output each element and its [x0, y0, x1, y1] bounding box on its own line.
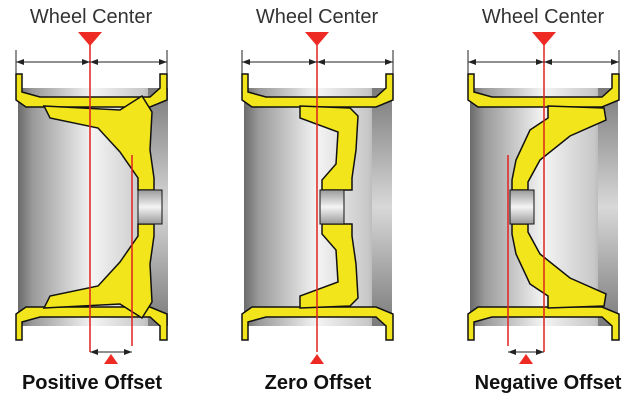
arrow-left [16, 59, 24, 65]
rim-top [241, 73, 394, 108]
arrow-left-mid [544, 59, 552, 65]
caption-zero-offset: Zero Offset [264, 372, 372, 394]
offset-arrow-left [508, 349, 516, 355]
rim-bottom [15, 306, 168, 341]
offset-marker [519, 354, 533, 364]
center-marker [305, 32, 329, 46]
panel-title-zero: Wheel Center [255, 6, 379, 28]
arrow-right [385, 59, 393, 65]
hub [509, 189, 535, 225]
negative-offset-wheel [467, 32, 620, 364]
arrow-left [468, 59, 476, 65]
rim-bottom [467, 306, 620, 341]
offset-arrow-right [536, 349, 544, 355]
arrow-right-mid [536, 59, 544, 65]
arrow-left-mid [317, 59, 325, 65]
center-marker [78, 32, 102, 46]
caption-positive-offset: Positive Offset [21, 372, 163, 394]
offset-arrow-right [124, 349, 132, 355]
panel-title-positive: Wheel Center [29, 6, 153, 28]
rim-bottom [241, 306, 394, 341]
arrow-left [242, 59, 250, 65]
offset-marker [104, 354, 118, 364]
outer-face [372, 88, 392, 326]
zero-offset-wheel [241, 32, 394, 364]
arrow-right-mid [82, 59, 90, 65]
arrow-right [611, 59, 619, 65]
arrow-left-mid [90, 59, 98, 65]
arrow-right [159, 59, 167, 65]
center-marker [532, 32, 556, 46]
positive-offset-wheel [15, 32, 168, 364]
hub [137, 189, 163, 225]
outer-face [598, 88, 618, 326]
rim-top [15, 73, 168, 108]
rim-top [467, 73, 620, 108]
arrow-right-mid [309, 59, 317, 65]
offset-marker [310, 354, 324, 364]
offset-arrow-left [90, 349, 98, 355]
caption-negative-offset: Negative Offset [474, 372, 622, 394]
hub [319, 189, 345, 225]
panel-title-negative: Wheel Center [481, 6, 605, 28]
